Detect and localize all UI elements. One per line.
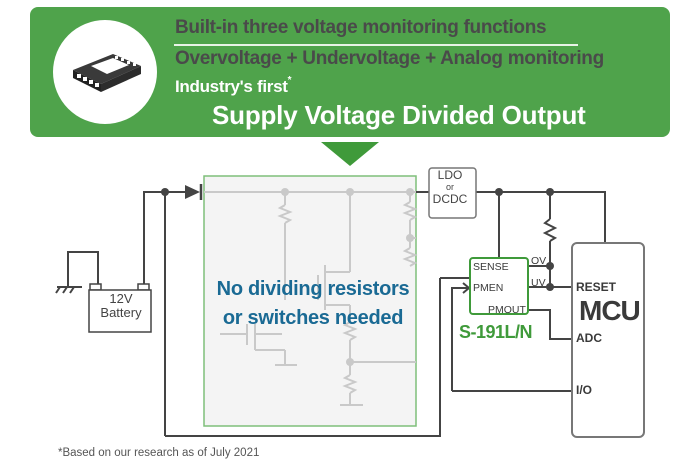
chip-package-badge [53, 20, 157, 124]
ic-package-icon [73, 54, 141, 92]
diode-icon [185, 184, 203, 200]
junction-node [495, 188, 503, 196]
regulator-or: or [445, 182, 454, 192]
junction-node [161, 188, 169, 196]
regulator-label: LDO or DCDC [427, 169, 473, 205]
faded-divider-circuit [204, 191, 418, 406]
mcu-pin-reset: RESET [576, 280, 617, 294]
faded-nodes [281, 188, 414, 366]
banner-line-monitoring: Overvoltage + Undervoltage + Analog moni… [175, 48, 604, 69]
pin-pmout: PMOUT [488, 304, 526, 316]
no-dividers-message: No dividing resistors or switches needed [210, 275, 416, 333]
pin-sense: SENSE [473, 261, 509, 273]
footnote-mark: * [287, 75, 292, 86]
mcu-pin-adc: ADC [576, 331, 602, 345]
banner-line-functions: Built-in three voltage monitoring functi… [175, 17, 547, 38]
battery-icon [88, 283, 152, 333]
mcu-label: MCU [579, 295, 641, 326]
mcu-box [571, 242, 645, 438]
pin-pmen: PMEN [473, 282, 504, 294]
junction-node [546, 188, 554, 196]
industry-first-text: Industry's first [175, 77, 288, 96]
junction-node [546, 262, 554, 270]
regulator-ldo: LDO [437, 168, 463, 182]
mcu-pin-io: I/O [576, 383, 593, 397]
banner-divider [174, 44, 578, 46]
down-arrow-icon [321, 142, 379, 166]
ic-box [469, 257, 529, 315]
ground-icon [55, 286, 82, 294]
battery-label: 12V Battery [91, 292, 151, 320]
pin-uv: UV [531, 277, 546, 289]
banner-line-industry-first: Industry's first* [175, 75, 292, 97]
pin-ov: OV [531, 255, 547, 267]
regulator-dcdc: DCDC [432, 192, 468, 206]
battery-voltage: 12V [109, 291, 133, 306]
footnote: *Based on our research as of July 2021 [58, 447, 260, 459]
junction-node [546, 283, 554, 291]
battery-text: Battery [100, 305, 142, 320]
message-line-2: or switches needed [222, 307, 404, 329]
banner-headline: Supply Voltage Divided Output [212, 100, 586, 130]
conventional-circuit-box [203, 175, 417, 427]
message-line-1: No dividing resistors [216, 278, 410, 300]
ic-part-number: S-191L/N [459, 322, 533, 342]
regulator-box [428, 167, 477, 219]
